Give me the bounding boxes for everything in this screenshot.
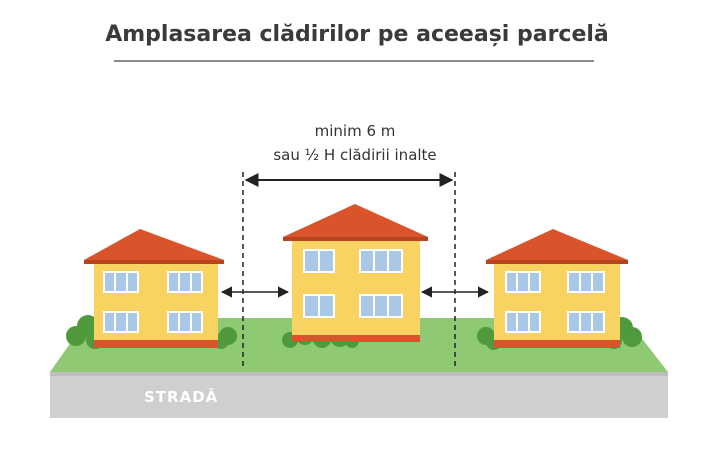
distance-label-line2: sau ½ H clădirii inalte — [273, 146, 437, 164]
center-building — [283, 204, 428, 342]
diagram-title: Amplasarea clădirilor pe aceeași parcelă — [105, 22, 609, 47]
distance-dashed-lines — [242, 172, 456, 370]
title-underline — [114, 60, 594, 62]
distance-label-line1: minim 6 m — [314, 122, 396, 140]
street-label: STRADĂ — [144, 387, 218, 406]
left-building — [84, 229, 224, 348]
road — [50, 372, 668, 418]
right-building — [486, 229, 628, 348]
